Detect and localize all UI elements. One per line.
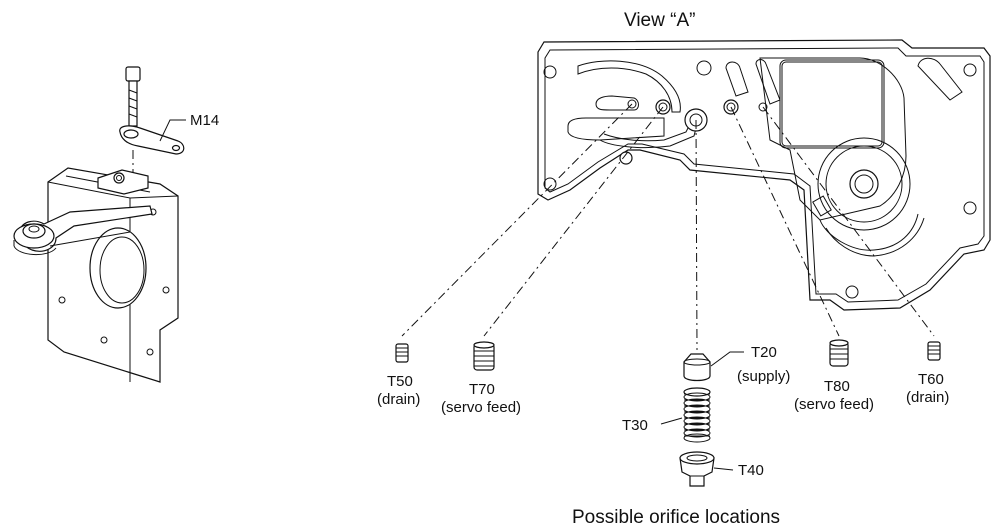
t70-label: T70 [469, 381, 495, 398]
retainer-t40: T40 [679, 451, 764, 487]
t40-label: T40 [738, 462, 764, 479]
orifice-t50: T50 (drain) [377, 343, 420, 408]
t50-label: T50 [387, 373, 413, 390]
orifice-t70: T70 (servo feed) [441, 341, 521, 416]
t20-label: T20 [751, 344, 777, 361]
t60-sublabel: (drain) [906, 389, 949, 406]
view-a-title: View “A” [624, 10, 695, 31]
actuator-isometric-assembly: M14 [13, 66, 219, 383]
orifice-t60: T60 (drain) [906, 341, 949, 406]
m14-label: M14 [190, 112, 219, 129]
m14-screw [125, 66, 141, 127]
t30-label: T30 [622, 417, 648, 434]
orifice-t20: T20 (supply) [683, 344, 790, 385]
t60-label: T60 [918, 371, 944, 388]
t20-sublabel: (supply) [737, 368, 790, 385]
orifice-caption: Possible orifice locations [572, 507, 780, 528]
spring-t30: T30 [622, 387, 711, 443]
view-a-plate [537, 39, 991, 311]
m14-lever [119, 125, 185, 178]
t80-sublabel: (servo feed) [794, 396, 874, 413]
t50-sublabel: (drain) [377, 391, 420, 408]
housing-body [13, 167, 179, 383]
center-lines [401, 103, 935, 351]
t70-sublabel: (servo feed) [441, 399, 521, 416]
t80-label: T80 [824, 378, 850, 395]
orifice-t80: T80 (servo feed) [794, 339, 874, 413]
